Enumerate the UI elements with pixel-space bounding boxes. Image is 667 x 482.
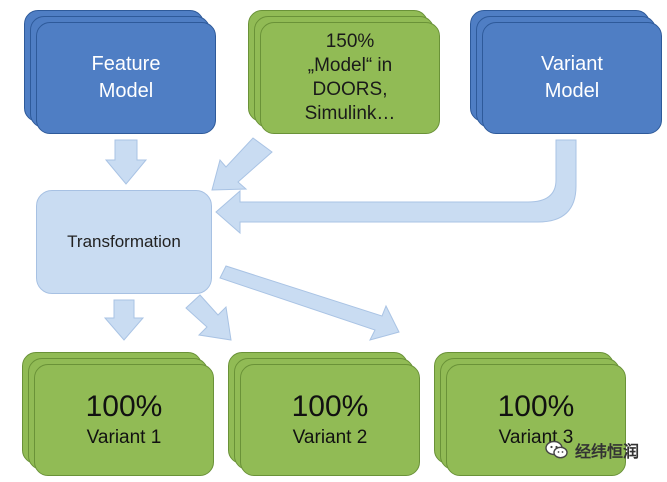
arrow-to-variant-3 (219, 265, 400, 341)
arrow-to-variant-2 (185, 294, 232, 341)
model-150-line1: 150% (325, 31, 375, 52)
arrow-to-variant-1 (103, 299, 145, 341)
model-150-line4: Simulink… (304, 103, 396, 124)
model-150-line2: „Model“ in (307, 55, 393, 76)
feature-model-box: Feature Model (24, 10, 216, 134)
model-150-box: 150% „Model“ in DOORS, Simulink… (248, 10, 440, 134)
variant-3-percent: 100% (497, 390, 575, 423)
variant-2-percent: 100% (291, 390, 369, 423)
watermark-text: 经纬恒润 (575, 444, 640, 461)
transformation-label: Transformation (67, 232, 181, 251)
variant-1-box: 100% Variant 1 (22, 352, 214, 476)
variant-1-name: Variant 1 (86, 427, 162, 448)
feature-model-line2: Model (98, 80, 154, 102)
variant-model-box: Variant Model (470, 10, 662, 134)
variant-2-name: Variant 2 (292, 427, 368, 448)
variant-model-line2: Model (544, 80, 600, 102)
arrow-feature-to-transformation (104, 139, 148, 185)
variant-3-box: 100% Variant 3 (434, 352, 626, 476)
feature-model-line1: Feature (91, 53, 161, 75)
wechat-icon (545, 440, 568, 459)
arrow-model150-to-transformation (211, 137, 273, 191)
variant-model-line1: Variant (541, 53, 603, 75)
variant-2-box: 100% Variant 2 (228, 352, 420, 476)
watermark: 经纬恒润 (545, 438, 639, 462)
transformation-box: Transformation (36, 190, 212, 294)
model-150-line3: DOORS, (312, 79, 388, 100)
variant-1-percent: 100% (85, 390, 163, 423)
arrow-variant-model-to-transformation (215, 139, 577, 235)
